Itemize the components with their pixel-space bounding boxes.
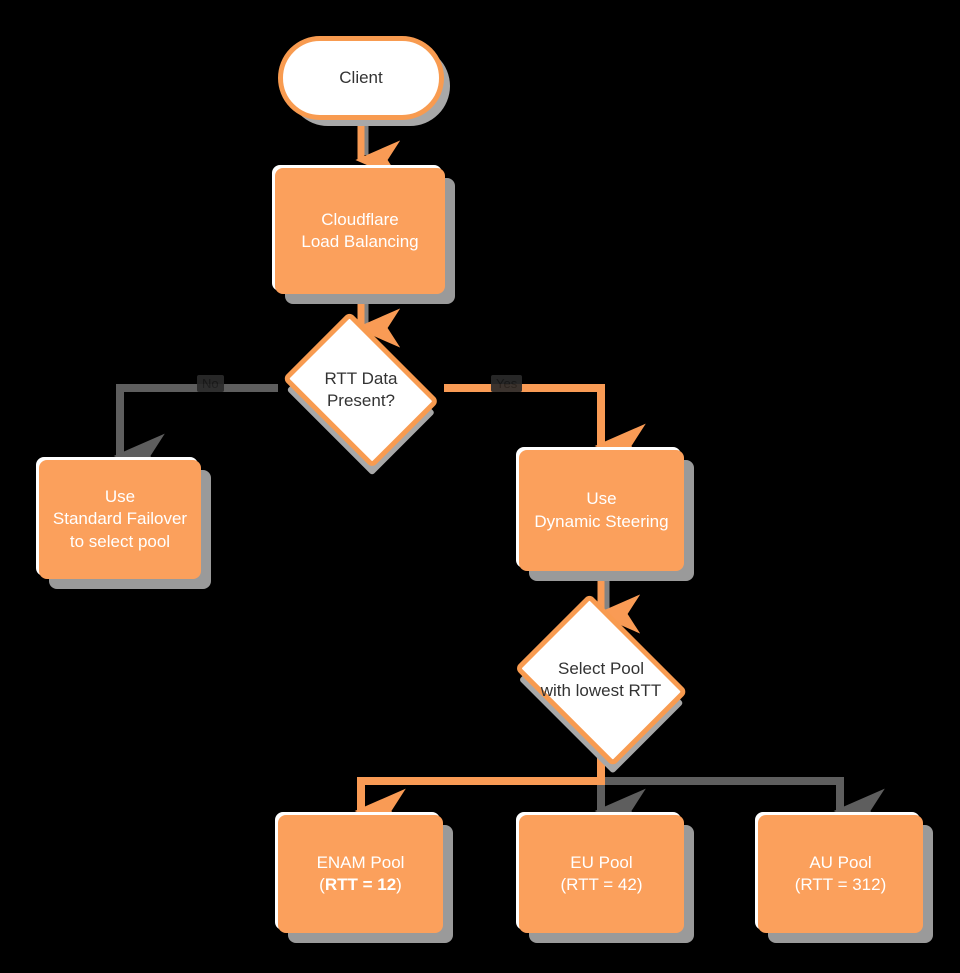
node-eu-label: EU Pool: [570, 852, 633, 872]
node-rtt-line1: RTT Data: [324, 368, 398, 388]
node-dynamic-steering[interactable]: Use Dynamic Steering: [519, 450, 684, 571]
edge-label-yes: Yes: [491, 375, 523, 392]
node-enam-rtt: (RTT = 12): [319, 875, 402, 894]
node-enam-pool[interactable]: ENAM Pool (RTT = 12): [278, 815, 443, 933]
edge-label-no: No: [197, 375, 224, 392]
node-failover-line1: Use: [104, 486, 136, 506]
node-client[interactable]: Client: [278, 36, 444, 120]
node-select-line1: Select Pool: [557, 658, 644, 678]
node-rtt-line2: Present?: [326, 391, 396, 410]
node-steering-line1: Use: [586, 489, 617, 509]
edge-rtt-no-failover: [113, 384, 278, 479]
node-eu-rtt: (RTT = 42): [560, 875, 643, 894]
node-steering-line2: Dynamic Steering: [534, 511, 669, 531]
node-failover-line2: Standard Failover: [52, 509, 188, 529]
node-au-label: AU Pool: [809, 852, 872, 872]
node-clb-line2: Load Balancing: [301, 232, 419, 251]
node-cloudflare-load-balancing[interactable]: Cloudflare Load Balancing: [275, 168, 445, 294]
node-eu-pool[interactable]: EU Pool (RTT = 42): [519, 815, 684, 933]
node-standard-failover[interactable]: Use Standard Failover to select pool: [39, 460, 201, 579]
node-au-rtt: (RTT = 312): [794, 875, 887, 894]
node-select-pool-lowest-rtt[interactable]: Select Pool with lowest RTT: [510, 593, 692, 767]
edge-select-to-enam: [354, 748, 605, 834]
node-client-label: Client: [339, 67, 383, 87]
node-enam-rtt-bold: RTT = 12: [324, 875, 397, 894]
node-clb-line1: Cloudflare: [321, 209, 399, 229]
node-select-line2: with lowest RTT: [540, 681, 662, 700]
node-au-pool[interactable]: AU Pool (RTT = 312): [758, 815, 923, 933]
edge-rtt-yes-steering: [444, 384, 646, 469]
node-rtt-data-present[interactable]: RTT Data Present?: [278, 311, 444, 469]
node-enam-label: ENAM Pool: [316, 852, 405, 872]
node-failover-line3: to select pool: [69, 531, 171, 551]
edge-select-to-au: [597, 748, 885, 834]
